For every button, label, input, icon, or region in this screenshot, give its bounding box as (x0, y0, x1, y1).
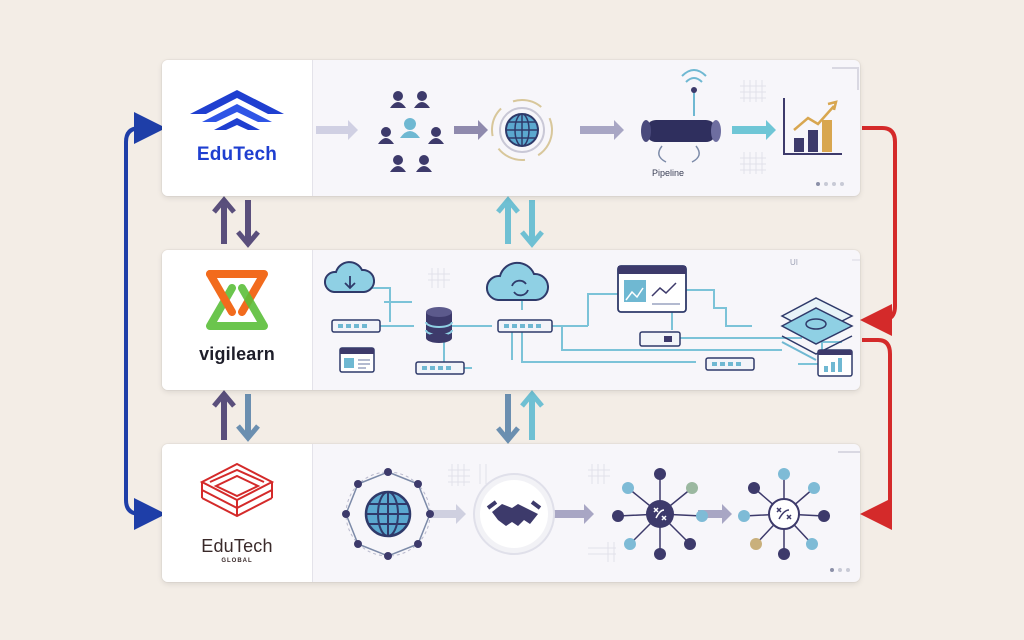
edutech-logo-icon (190, 90, 284, 130)
mini-window-icon (339, 347, 375, 373)
brand-name-edutech: EduTech (196, 144, 278, 165)
node-bar-right (705, 357, 755, 371)
node-bar-cloud (497, 319, 553, 333)
cloud-sync-icon (486, 261, 549, 301)
people-network-icon (378, 91, 444, 172)
globe-network-icon (342, 468, 434, 560)
logo-box-vigilearn: vigilearn (162, 250, 313, 390)
pager-dots-top (816, 182, 844, 186)
brand-name-vigilearn: vigilearn (199, 344, 275, 364)
edutech-global-logo-icon (199, 462, 275, 518)
vertical-arrows-center-top (496, 196, 544, 248)
globe-icon (491, 99, 553, 161)
layers-stack-icon (780, 297, 854, 361)
right-red-connector-top (860, 126, 897, 336)
grid-decoration-bottom (448, 464, 616, 562)
panel-edutech-global: EduTech GLOBAL (162, 444, 860, 582)
handshake-icon (473, 473, 555, 555)
ui-tag: UI (790, 258, 798, 267)
vigilearn-logo-icon (206, 270, 268, 330)
logo-box-edutech-global: EduTech GLOBAL (162, 444, 313, 582)
strategy-hub-icon (738, 468, 830, 560)
flow-middle: UI (312, 250, 860, 390)
node-bar-left (331, 319, 381, 333)
flow-top: Pipeline (312, 60, 860, 196)
panel-vigilearn: vigilearn (162, 250, 860, 390)
bar-chart-icon (783, 98, 842, 155)
right-red-connector-bottom (860, 338, 892, 530)
database-icon (425, 307, 453, 343)
mini-chart-icon (817, 349, 853, 377)
pager-dots-bottom (830, 568, 850, 572)
pipeline-label: Pipeline (652, 168, 685, 178)
pipeline-icon (641, 69, 721, 163)
flow-bottom (312, 444, 860, 582)
router-icon (639, 331, 681, 347)
cloud-icon (324, 261, 376, 293)
flow-top-diagram (316, 67, 859, 174)
strategy-hub-icon (612, 468, 708, 560)
grid-decoration (740, 80, 766, 174)
node-bar-db (415, 361, 465, 375)
logo-box-edutech: EduTech (162, 60, 313, 196)
dashboard-window-icon (617, 265, 687, 313)
vertical-arrows-center-bottom (496, 390, 544, 444)
vertical-arrows-left-bottom (212, 390, 260, 442)
flow-bottom-diagram (342, 451, 860, 562)
panel-edutech: EduTech (162, 60, 860, 196)
brand-name-edutech-global: EduTech (201, 536, 273, 556)
flow-middle-diagram (324, 259, 860, 377)
brand-sub-global: GLOBAL (221, 558, 253, 564)
vertical-arrows-left-top (212, 196, 260, 248)
left-blue-connector (124, 126, 166, 530)
